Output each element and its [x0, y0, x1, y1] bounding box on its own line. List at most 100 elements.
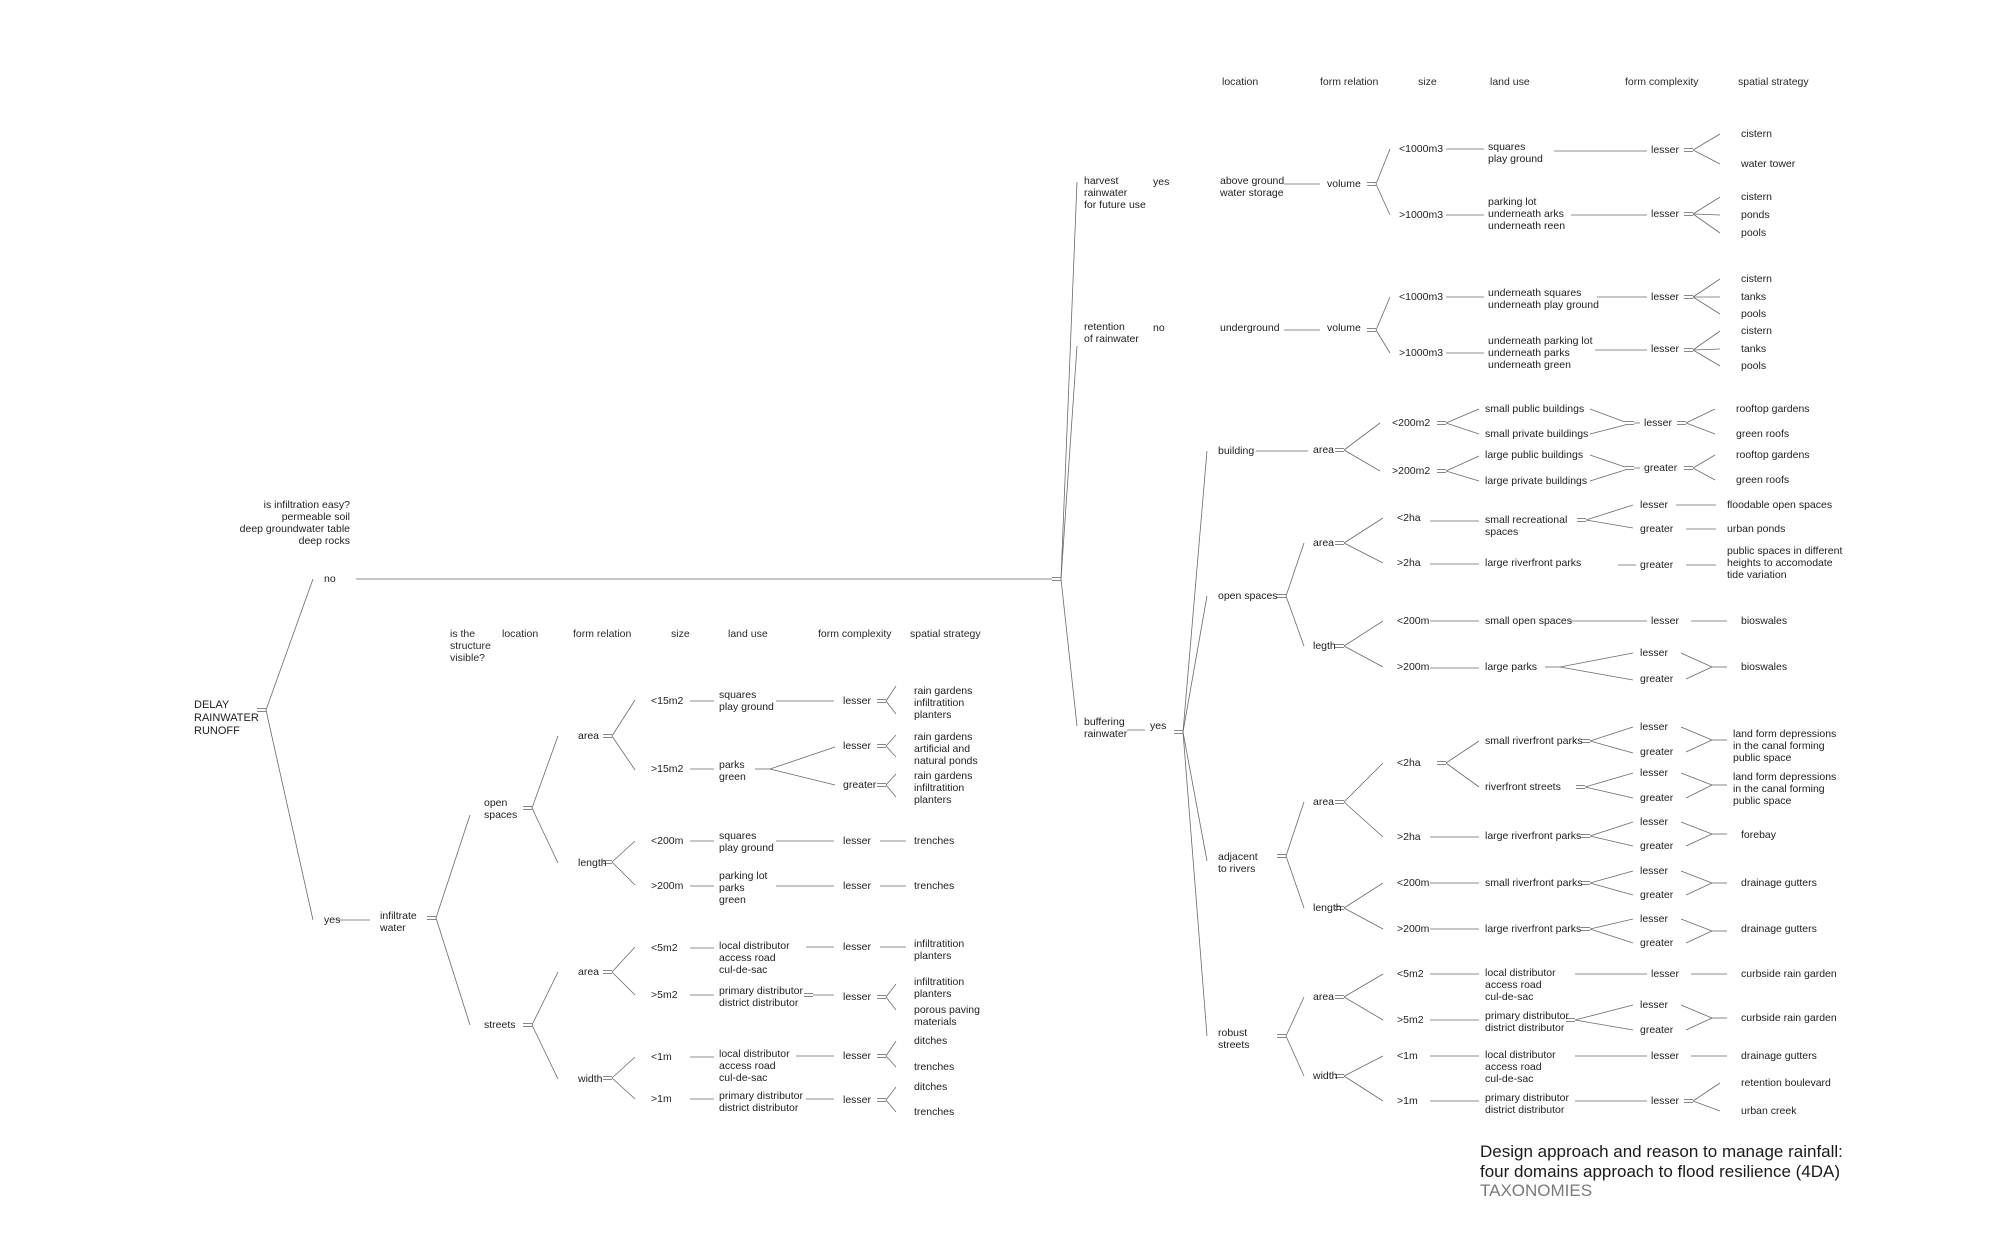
connector-line: [1060, 345, 1078, 580]
node-small-open-spaces: small open spaces: [1485, 615, 1572, 627]
connector-line: [1343, 645, 1384, 668]
node-rain-gardens-ponds: rain gardens artificial and natural pond…: [914, 731, 978, 767]
connector-line: [1445, 408, 1480, 424]
connector-line: [1285, 542, 1305, 597]
connector-line: [1692, 133, 1721, 151]
node-lesser: lesser: [1651, 144, 1680, 156]
connector-line: [1692, 278, 1721, 298]
node-infiltrate-water: infiltrate water: [380, 910, 417, 934]
connector-line: [1584, 772, 1634, 788]
connector-line: [1680, 918, 1713, 932]
connector-line: [1692, 348, 1721, 351]
connector-line: [1692, 1100, 1721, 1112]
node-lt15m2: <15m2: [651, 695, 684, 707]
connector-line: [1680, 652, 1713, 668]
connector-line: [1589, 740, 1634, 754]
connector-line: [769, 746, 836, 770]
node-local-distributor: local distributor access road cul-de-sac: [1485, 1049, 1556, 1085]
node-width: width: [1313, 1070, 1338, 1082]
connector-line: [531, 971, 559, 1026]
node-primary-distributor: primary distributor district distributor: [1485, 1092, 1570, 1116]
node-drainage-gutters: drainage gutters: [1741, 923, 1817, 935]
node-squares-play: squares play ground: [719, 689, 774, 713]
connector-line: [1559, 652, 1634, 668]
node-lesser: lesser: [1640, 767, 1669, 779]
node-lesser: lesser: [1651, 1050, 1680, 1062]
node-primary-distributor: primary distributor district distributor: [719, 985, 804, 1009]
node-lesser: lesser: [1640, 913, 1669, 925]
connector-line: [1685, 408, 1716, 424]
node-large-riverfront-parks: large riverfront parks: [1485, 557, 1582, 569]
connector-line: [1589, 408, 1626, 423]
node-greater: greater: [1640, 673, 1674, 685]
node-open-spaces-left: open spaces: [484, 797, 518, 821]
node-rooftop-gardens: rooftop gardens: [1736, 449, 1810, 461]
node-gt200m: >200m: [651, 880, 684, 892]
connector-line: [1589, 928, 1634, 944]
connector-line: [611, 735, 636, 771]
connector-line: [1285, 801, 1305, 857]
node-green-roofs: green roofs: [1736, 474, 1790, 486]
node-rain-gardens-ponds: rain gardens infiltratition planters: [914, 770, 973, 806]
node-lesser: lesser: [843, 740, 872, 752]
node-lt2ha: <2ha: [1397, 512, 1421, 524]
header-right-1: form relation: [1320, 76, 1379, 88]
node-underneath-squares: underneath squares underneath play groun…: [1488, 287, 1599, 311]
node-underground: underground: [1220, 322, 1280, 334]
node-trenches: trenches: [914, 880, 955, 892]
node-length: length: [1313, 902, 1342, 914]
node-adjacent-rivers: adjacent to rivers: [1218, 851, 1258, 875]
node-volume: volume: [1327, 178, 1361, 190]
connector-line: [611, 971, 636, 996]
node-open-spaces-right: open spaces: [1218, 590, 1278, 602]
connector-line: [1343, 1055, 1384, 1077]
header-left-6: spatial strategy: [910, 628, 981, 640]
header-left-1: location: [502, 628, 539, 640]
node-large-riverfront-parks: large riverfront parks: [1485, 923, 1582, 935]
connector-line: [1680, 821, 1713, 835]
node-gt1m: >1m: [651, 1093, 672, 1105]
node-buffering-answer: yes: [1150, 720, 1167, 732]
connector-line: [611, 1056, 636, 1079]
connector-line: [1445, 422, 1480, 435]
node-lt200m: <200m: [1397, 877, 1430, 889]
connector-line: [1589, 726, 1634, 742]
node-curbside-rain-garden: curbside rain garden: [1741, 1012, 1837, 1024]
node-local-distributor: local distributor access road cul-de-sac: [719, 940, 790, 976]
node-local-distributor: local distributor access road cul-de-sac: [719, 1048, 790, 1084]
node-gt1m: >1m: [1397, 1095, 1418, 1107]
node-lt2ha: <2ha: [1397, 757, 1421, 769]
node-riverfront-streets: riverfront streets: [1485, 781, 1561, 793]
connector-line: [1060, 181, 1078, 580]
node-small-recreational: small recreational spaces: [1485, 514, 1568, 538]
node-tanks: tanks: [1741, 291, 1767, 303]
node-lesser: lesser: [1651, 968, 1680, 980]
connector-line: [1182, 450, 1208, 733]
node-bioswales: bioswales: [1741, 661, 1788, 673]
node-lesser: lesser: [1640, 999, 1669, 1011]
connector-line: [1589, 821, 1634, 837]
connector-line: [1343, 542, 1384, 564]
node-robust-streets: robust streets: [1218, 1027, 1250, 1051]
node-lesser: lesser: [1651, 1095, 1680, 1107]
connector-line: [435, 814, 471, 919]
node-greater: greater: [1640, 889, 1674, 901]
connector-line: [1685, 1017, 1713, 1031]
node-gt5m2: >5m2: [1397, 1014, 1424, 1026]
node-width: width: [578, 1073, 603, 1085]
connector-line: [1692, 196, 1721, 215]
connector-line: [1445, 740, 1480, 764]
connector-line: [1692, 149, 1721, 165]
connector-line: [1343, 449, 1381, 472]
connector-line: [885, 700, 897, 715]
connector-line: [1589, 454, 1626, 468]
connector-line: [1589, 835, 1634, 847]
connector-line: [1445, 470, 1480, 482]
connector-line: [1680, 772, 1713, 786]
connector-line: [1680, 1004, 1713, 1019]
connector-line: [1692, 349, 1721, 367]
connector-line: [885, 773, 897, 786]
node-lt1000m3: <1000m3: [1399, 291, 1444, 303]
connector-line: [1343, 517, 1384, 544]
